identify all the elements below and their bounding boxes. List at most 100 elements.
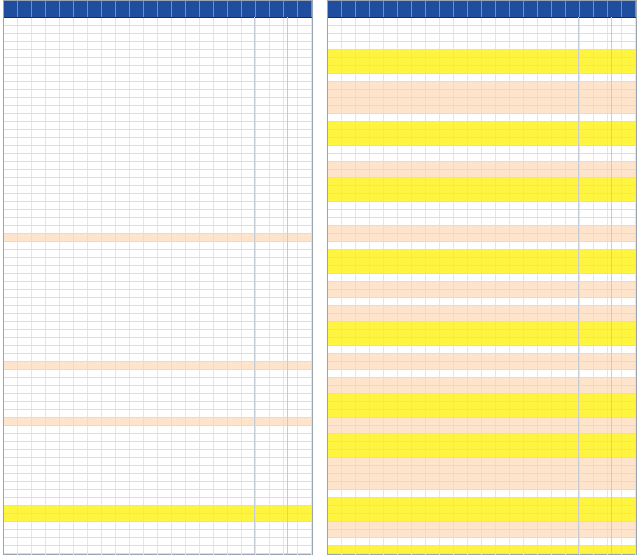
header-cell (370, 1, 384, 17)
table-row (328, 474, 636, 482)
table-row (4, 418, 312, 426)
header-cell (88, 1, 102, 17)
table-row (328, 386, 636, 394)
header-cell (566, 1, 580, 17)
table-row (328, 98, 636, 106)
header-cell (284, 1, 298, 17)
left-spreadsheet (3, 0, 313, 555)
table-row (328, 314, 636, 322)
header-cell (200, 1, 214, 17)
table-row (328, 506, 636, 514)
table-row (328, 466, 636, 474)
right-header-row (328, 1, 636, 18)
header-cell (398, 1, 412, 17)
table-row (328, 354, 636, 362)
table-row (328, 138, 636, 146)
header-cell (482, 1, 496, 17)
table-row (328, 402, 636, 410)
table-row (328, 258, 636, 266)
header-cell (440, 1, 454, 17)
table-row (328, 106, 636, 114)
header-cell (538, 1, 552, 17)
table-row (328, 122, 636, 130)
header-cell (496, 1, 510, 17)
header-cell (172, 1, 186, 17)
header-cell (60, 1, 74, 17)
header-cell (46, 1, 60, 17)
table-row (328, 82, 636, 90)
header-cell (524, 1, 538, 17)
table-row (328, 282, 636, 290)
header-cell (468, 1, 482, 17)
header-cell (594, 1, 608, 17)
table-row (328, 58, 636, 66)
header-cell (158, 1, 172, 17)
table-row (328, 546, 636, 554)
table-row (328, 482, 636, 490)
table-row (328, 306, 636, 314)
table-row (328, 330, 636, 338)
header-cell (608, 1, 622, 17)
table-row (328, 226, 636, 234)
header-cell (242, 1, 256, 17)
table-row (328, 434, 636, 442)
table-row (328, 530, 636, 538)
header-cell (4, 1, 18, 17)
header-cell (270, 1, 284, 17)
table-row (4, 362, 312, 370)
header-cell (356, 1, 370, 17)
header-cell (328, 1, 342, 17)
header-cell (426, 1, 440, 17)
left-summary-columns (254, 17, 288, 554)
header-cell (130, 1, 144, 17)
header-cell (214, 1, 228, 17)
table-row (4, 234, 312, 242)
table-row (328, 90, 636, 98)
table-row (328, 234, 636, 242)
header-cell (384, 1, 398, 17)
header-cell (412, 1, 426, 17)
header-cell (622, 1, 636, 17)
table-row (328, 514, 636, 522)
table-row (328, 186, 636, 194)
left-header-row (4, 1, 312, 18)
header-cell (144, 1, 158, 17)
header-cell (74, 1, 88, 17)
header-cell (454, 1, 468, 17)
header-cell (116, 1, 130, 17)
header-cell (298, 1, 312, 17)
table-row (328, 162, 636, 170)
table-row (328, 458, 636, 466)
table-row (328, 394, 636, 402)
table-row (4, 514, 312, 522)
left-table-body (4, 18, 312, 555)
header-cell (102, 1, 116, 17)
header-cell (510, 1, 524, 17)
table-row (328, 266, 636, 274)
right-table-body (328, 18, 636, 555)
table-row (328, 442, 636, 450)
table-row (328, 178, 636, 186)
header-cell (18, 1, 32, 17)
header-cell (256, 1, 270, 17)
table-row (328, 522, 636, 530)
header-cell (186, 1, 200, 17)
right-spreadsheet (327, 0, 637, 555)
header-cell (580, 1, 594, 17)
header-cell (228, 1, 242, 17)
table-row (328, 250, 636, 258)
table-row (328, 170, 636, 178)
table-row (328, 66, 636, 74)
table-row (328, 290, 636, 298)
right-summary-columns (578, 17, 612, 554)
header-cell (552, 1, 566, 17)
header-cell (32, 1, 46, 17)
table-row (328, 426, 636, 434)
header-cell (342, 1, 356, 17)
table-row (328, 362, 636, 370)
table-row (328, 498, 636, 506)
table-row (328, 410, 636, 418)
table-row (328, 418, 636, 426)
table-row (328, 450, 636, 458)
